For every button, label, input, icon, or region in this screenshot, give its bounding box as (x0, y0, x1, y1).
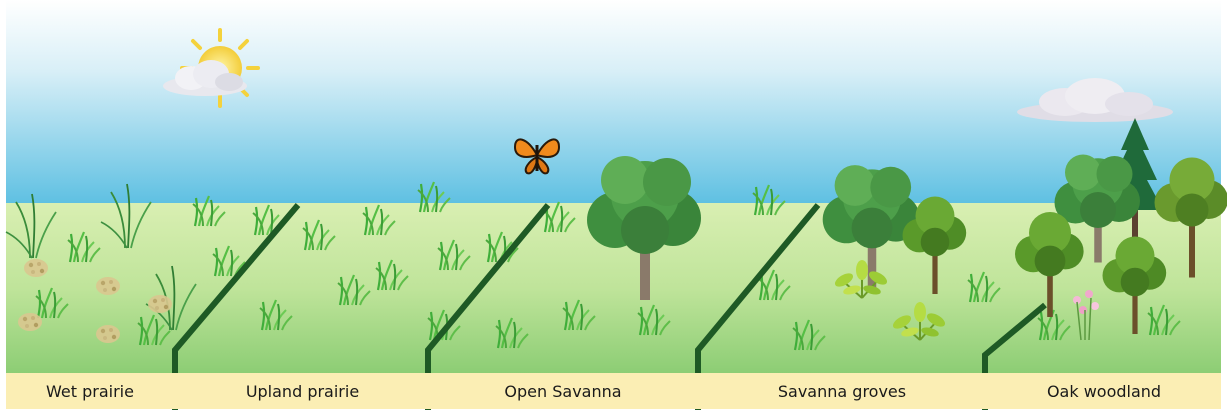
zone-label-oak-woodland: Oak woodland (990, 378, 1218, 406)
zone-label-wet-prairie: Wet prairie (10, 378, 170, 406)
zone-label-savanna-groves: Savanna groves (702, 378, 982, 406)
zone-label-open-savanna: Open Savanna (432, 378, 694, 406)
zone-label-upland-prairie: Upland prairie (180, 378, 425, 406)
